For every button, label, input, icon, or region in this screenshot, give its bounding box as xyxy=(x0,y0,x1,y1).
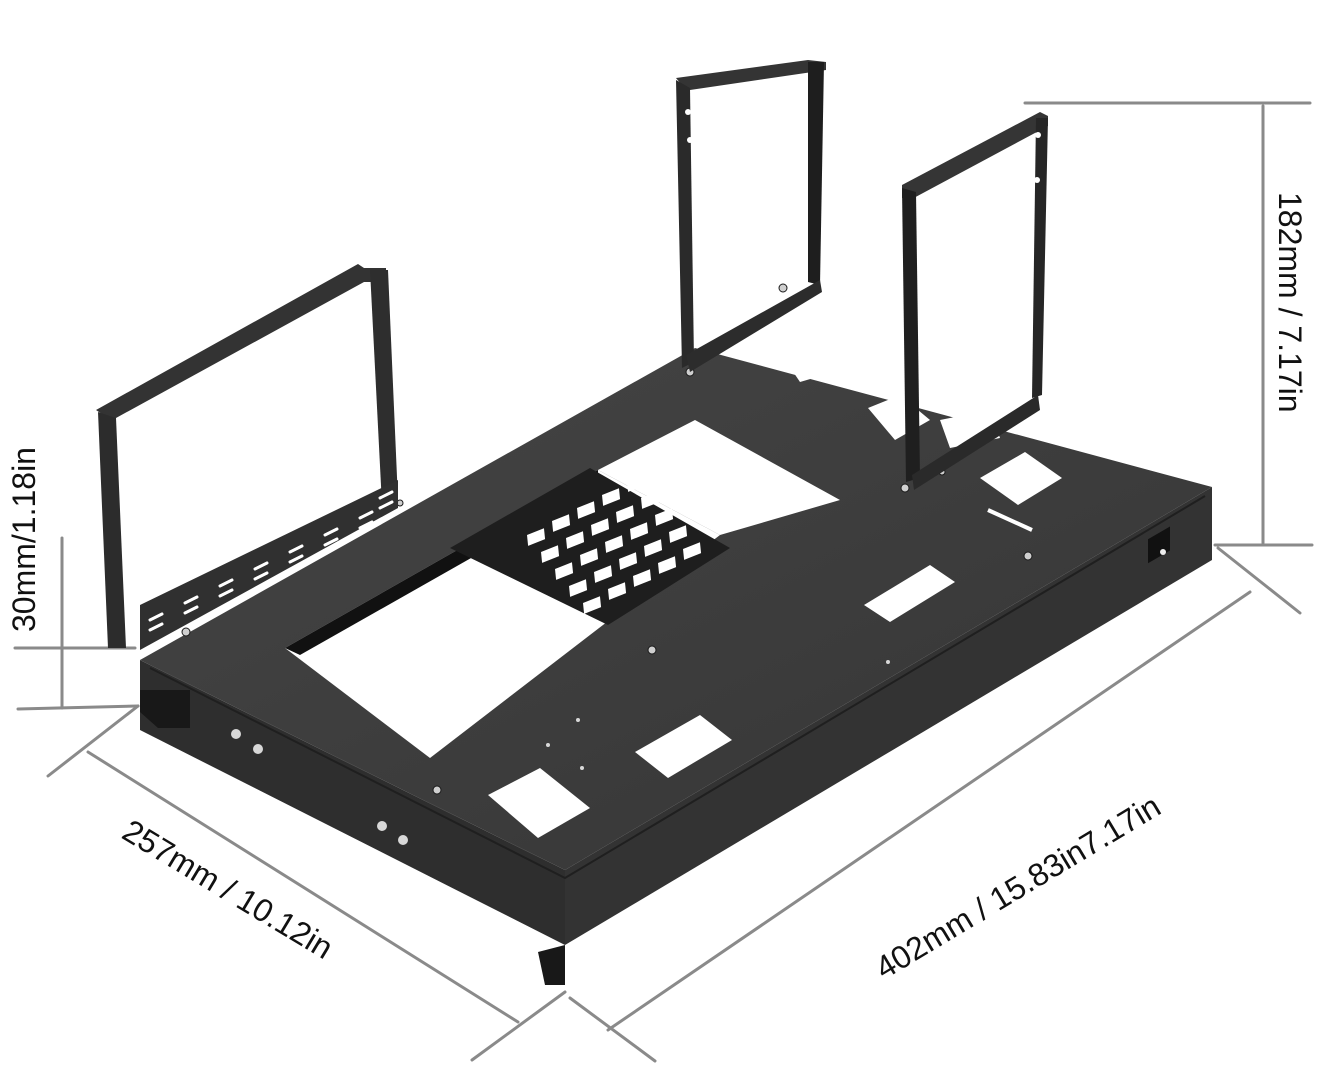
power-switch-icon xyxy=(1148,526,1170,564)
gpu-bracket xyxy=(96,264,398,650)
foot-height-dimension-label: 30mm/1.18in xyxy=(6,447,42,632)
chassis-base xyxy=(140,283,1212,985)
gpu-bracket-vent-slots xyxy=(148,490,394,632)
psu-bracket-front xyxy=(902,112,1048,490)
cpu-cooler-grid-holes xyxy=(527,474,702,614)
height-dimension-label: 182mm / 7.17in xyxy=(1272,192,1308,413)
dimension-lines xyxy=(13,101,1314,1063)
psu-bracket-rear xyxy=(676,60,826,372)
